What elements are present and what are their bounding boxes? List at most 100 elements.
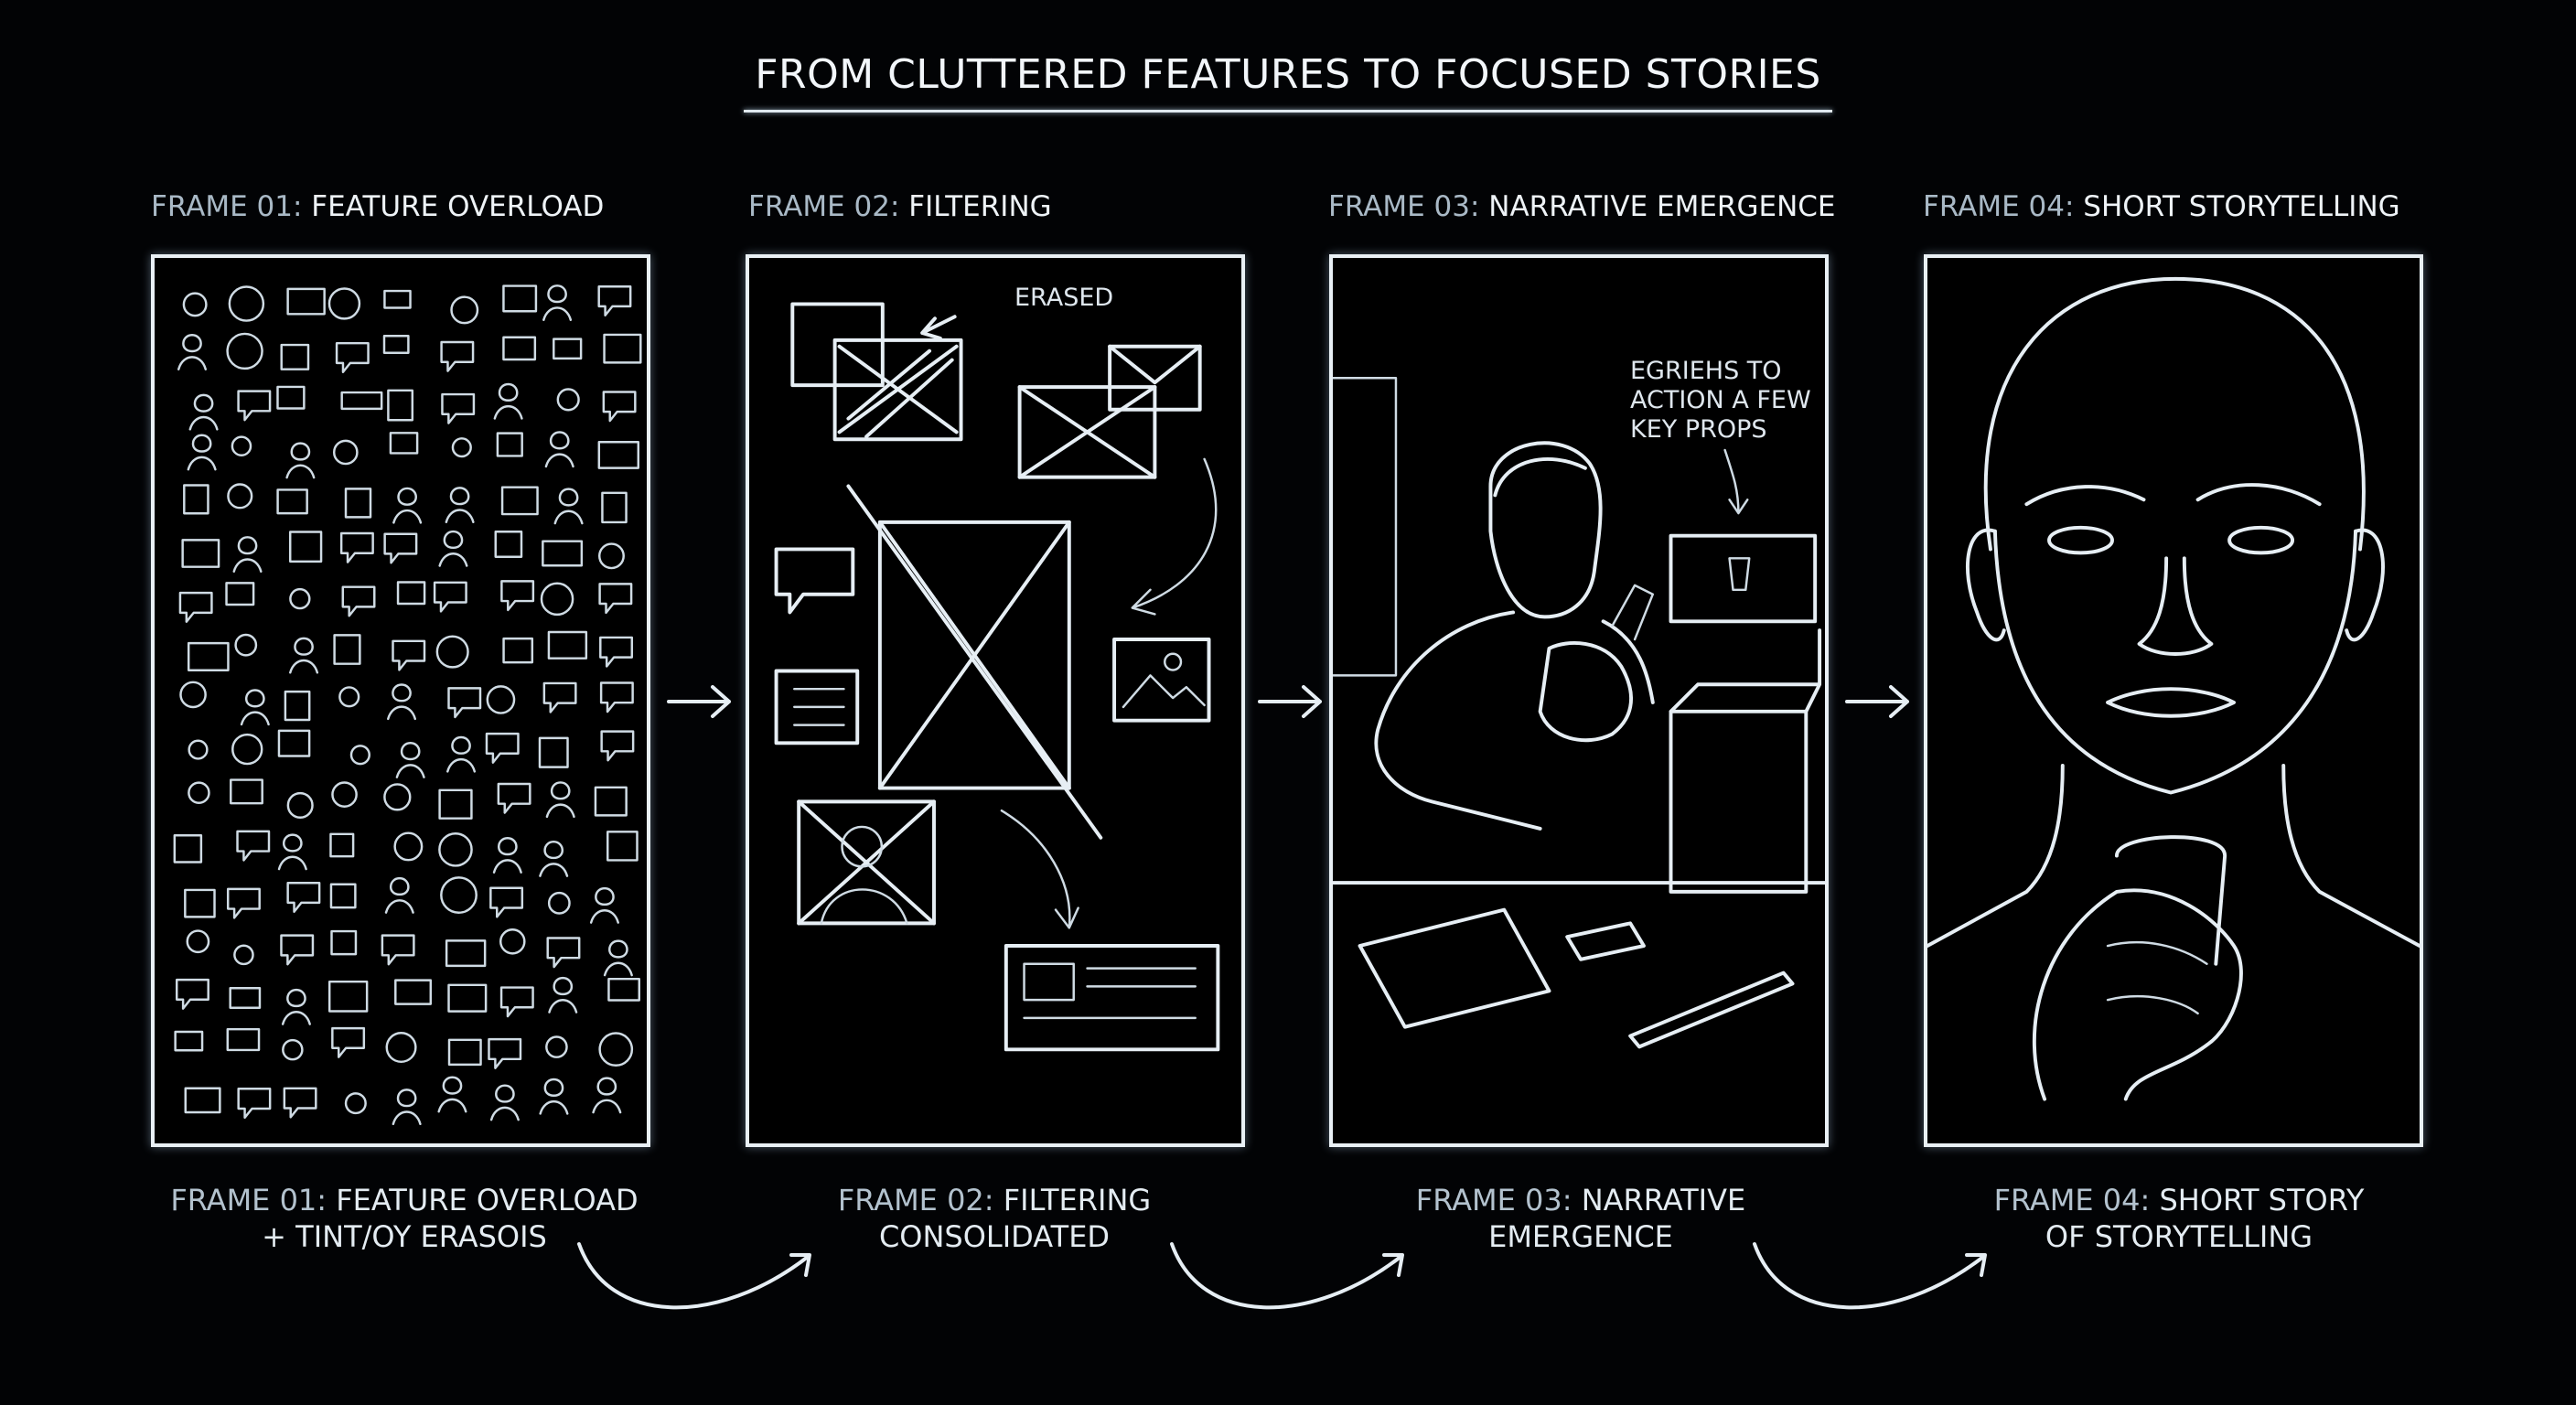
caption-1: FRAME 01: FEATURE OVERLOAD+ TINT/OY ERAS…	[166, 1182, 642, 1255]
doodle-mark	[381, 934, 415, 966]
frame-label-1: FRAME 01: FEATURE OVERLOAD	[151, 190, 604, 223]
frame-number: FRAME 03:	[1328, 190, 1480, 223]
arrow-right-icon	[667, 685, 731, 718]
doodle-mark	[187, 641, 230, 671]
doodle-mark	[603, 333, 642, 364]
doodle-mark	[289, 637, 319, 674]
doodle-mark	[547, 891, 571, 915]
doodle-mark	[441, 392, 476, 424]
doodle-mark	[184, 888, 216, 918]
doodle-mark	[174, 1030, 204, 1052]
doodle-mark	[177, 334, 208, 370]
doodle-mark	[276, 488, 308, 515]
frame-label-2: FRAME 02: FILTERING	[748, 190, 1052, 223]
doodle-mark	[331, 1026, 366, 1058]
doodle-mark	[341, 585, 376, 617]
doodle-mark	[435, 635, 469, 669]
doodle-mark	[182, 292, 208, 317]
doodle-mark	[234, 633, 258, 657]
doodle-mark	[497, 782, 531, 814]
doodle-mark	[226, 332, 263, 370]
erased-annotation: ERASED	[1014, 284, 1114, 312]
doodle-mark	[396, 581, 426, 606]
doodle-mark	[538, 736, 569, 768]
doodle-mark	[437, 1076, 467, 1113]
frame-2-filtering: ERASED	[746, 254, 1245, 1147]
doodle-mark	[545, 781, 575, 819]
doodle-mark	[175, 978, 209, 1010]
curved-arrow-icon	[1753, 1242, 1987, 1310]
doodle-mark	[286, 287, 326, 316]
doodle-mark	[597, 441, 640, 469]
doodle-mark	[556, 388, 580, 412]
doodle-mark	[392, 1089, 422, 1126]
frame-1-feature-overload	[151, 254, 650, 1147]
doodle-mark	[277, 729, 311, 757]
arrow-right-icon	[1258, 685, 1322, 718]
doodle-mark	[183, 484, 209, 515]
doodle-mark	[231, 733, 263, 766]
caption-number: FRAME 04:	[1993, 1183, 2151, 1217]
frame-number: FRAME 01:	[151, 190, 303, 223]
doodle-mark	[339, 531, 374, 563]
caption-line: NARRATIVE	[1581, 1183, 1746, 1217]
doodle-mark	[548, 976, 578, 1014]
doodle-mark	[186, 929, 210, 954]
doodle-mark	[489, 886, 524, 918]
doodle-mark	[393, 831, 424, 862]
doodle-mark	[440, 876, 478, 914]
doodle-mark	[494, 531, 523, 558]
doodle-mark	[230, 778, 263, 805]
doodle-mark	[488, 1037, 522, 1069]
doodle-mark	[335, 341, 370, 373]
doodle-mark	[173, 834, 203, 863]
doodle-mark	[547, 630, 588, 660]
doodle-mark	[384, 876, 414, 914]
doodle-mark	[338, 686, 360, 708]
doodle-mark	[329, 832, 355, 858]
doodle-mark	[349, 745, 370, 766]
doodle-mark	[344, 1092, 367, 1115]
page-title: FROM CLUTTERED FEATURES TO FOCUSED STORI…	[755, 51, 1821, 98]
doodle-mark	[383, 532, 418, 564]
doodle-mark	[329, 883, 357, 909]
doodle-mark	[184, 1087, 221, 1114]
doodle-mark	[226, 1027, 261, 1052]
doodle-mark	[601, 491, 628, 524]
doodle-mark	[544, 431, 574, 468]
doodle-mark	[283, 1087, 317, 1119]
doodle-mark	[445, 487, 475, 524]
doodle-mark	[592, 1077, 622, 1114]
annotation-line: KEY PROPS	[1630, 415, 1767, 444]
doodle-mark	[499, 986, 534, 1018]
doodle-mark	[385, 1031, 417, 1064]
doodle-mark	[276, 385, 306, 410]
doodle-mark	[598, 583, 633, 615]
doodle-mark	[447, 1038, 482, 1067]
doodle-mark	[284, 690, 311, 722]
doodle-mark	[331, 781, 358, 808]
doodle-mark	[281, 988, 311, 1025]
doodle-mark	[597, 284, 632, 316]
doodle-mark	[598, 542, 625, 570]
doodle-mark	[383, 783, 412, 811]
doodle-mark	[440, 340, 475, 372]
caption-line: + TINT/OY ERASOIS	[262, 1219, 547, 1254]
annotation-line: EGRIEHS TO	[1630, 357, 1782, 385]
doodle-mark	[237, 390, 272, 422]
doodle-mark	[451, 437, 472, 458]
doodle-mark	[492, 837, 522, 874]
face-closeup-sketch	[1927, 276, 2420, 1101]
person-with-props-sketch	[1333, 377, 1825, 1049]
frame-title: SHORT STORYTELLING	[2083, 190, 2400, 223]
caption-line: FILTERING	[1003, 1183, 1152, 1217]
doodle-mark	[178, 591, 213, 623]
doodle-mark	[493, 382, 523, 420]
doodle-mark	[327, 980, 369, 1013]
doodle-mark	[181, 539, 220, 568]
doodle-mark	[594, 786, 628, 817]
doodle-mark	[589, 886, 619, 924]
